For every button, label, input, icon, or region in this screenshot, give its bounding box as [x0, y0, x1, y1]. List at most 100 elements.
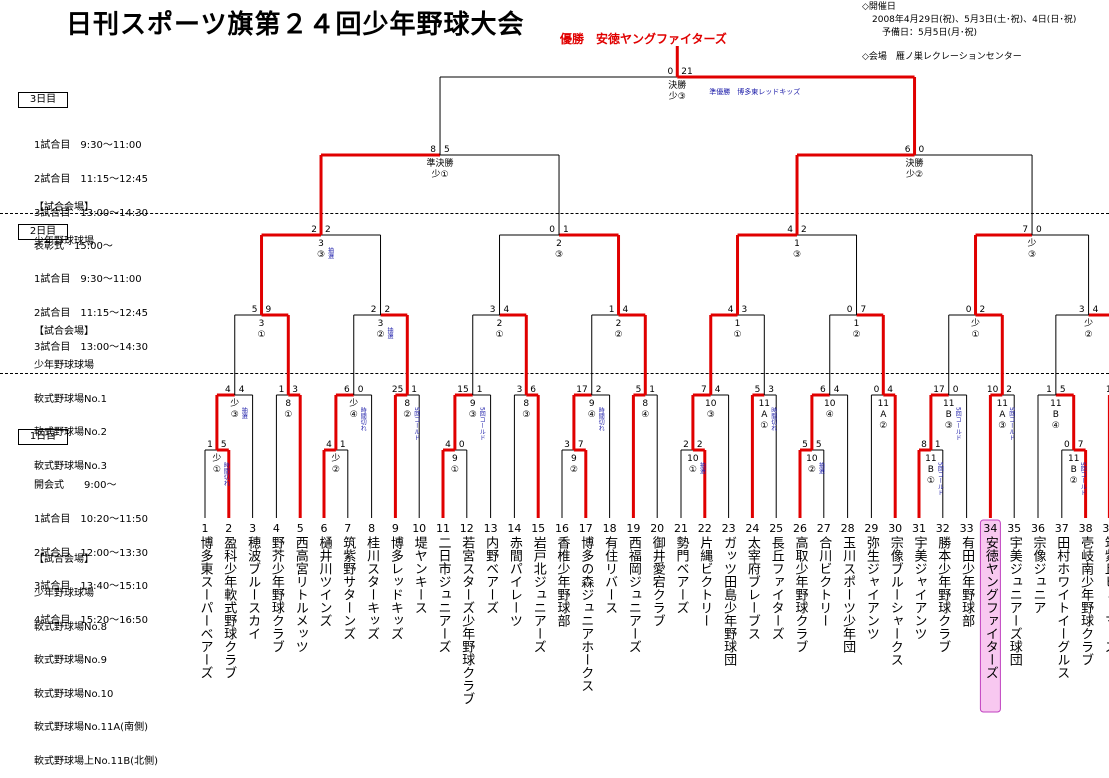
game-label: ②	[376, 330, 384, 340]
game-label: A	[761, 410, 768, 420]
score-left: 6	[344, 385, 350, 395]
score-right: 2	[325, 225, 331, 235]
game-label: ②	[852, 330, 860, 340]
game-label: ③	[469, 410, 477, 420]
score-left: 7	[1022, 225, 1028, 235]
team-name: 岩戸北ジュニアーズ	[531, 536, 547, 653]
score-left: 2	[311, 225, 317, 235]
game-label: 少	[331, 453, 340, 464]
score-left: 10	[987, 385, 999, 395]
game-label: 10	[824, 399, 836, 409]
team-name: 宗像ブルーシャークス	[888, 535, 904, 666]
game-label: ①	[733, 330, 741, 340]
venue-heading: 【試合会場】	[34, 554, 94, 566]
team-name: 御井愛宕クラブ	[650, 536, 666, 627]
game-label: ②	[403, 410, 411, 420]
team-name: 赤間パイレーツ	[507, 536, 523, 627]
time-line: 表彰式 15:00～	[34, 241, 113, 253]
score-left: 5	[755, 385, 761, 395]
game-label: 2	[616, 319, 622, 329]
team-number: 39	[1102, 522, 1109, 535]
team-number: 19	[626, 522, 640, 535]
score-left: 4	[326, 440, 332, 450]
game-label: ③	[1028, 250, 1036, 260]
game-label: ②	[1085, 330, 1093, 340]
game-label: ③	[998, 421, 1006, 431]
game-note: 5回コールド	[478, 407, 485, 441]
game-label: ①	[495, 330, 503, 340]
score-left: 8	[921, 440, 927, 450]
team-name: 筑紫丘ビューマーズ	[1102, 535, 1109, 653]
team-number: 32	[936, 522, 950, 535]
game-label: ②	[1070, 476, 1078, 486]
game-note: 抽選	[240, 406, 247, 420]
game-label: 少②	[906, 169, 923, 180]
score-right: 0	[919, 145, 925, 155]
game-label: 2	[497, 319, 503, 329]
score-right: 5	[221, 440, 227, 450]
game-label: 3	[318, 239, 324, 249]
score-left: 17	[576, 385, 587, 395]
score-right: 21	[681, 67, 692, 77]
game-note: 時間切れ	[222, 461, 229, 486]
game-label: 9	[470, 399, 476, 409]
time-line: 開会式 9:00～	[34, 480, 117, 492]
score-right: 5	[444, 145, 450, 155]
venue-line: 軟式野球場No.3	[34, 460, 107, 472]
game-label: B	[1071, 465, 1077, 475]
venue-line: 軟式野球場No.1	[34, 393, 107, 405]
score-right: 0	[459, 440, 465, 450]
score-right: 2	[801, 225, 807, 235]
game-label: ③	[945, 421, 953, 431]
reserve-date: 予備日：5月5日(月･祝)	[882, 28, 977, 38]
game-label: B	[928, 465, 934, 475]
team-name: 若宮スターズ少年野球クラブ	[459, 535, 475, 705]
game-label: 1	[735, 319, 741, 329]
game-label: 少	[212, 453, 221, 464]
score-left: 1	[609, 305, 615, 315]
team-name: 堤ヤンキース	[412, 536, 428, 614]
score-right: 7	[578, 440, 584, 450]
game-label: ①	[213, 465, 221, 475]
score-right: 4	[887, 385, 893, 395]
game-label: 10	[705, 399, 717, 409]
game-label: ①	[284, 410, 292, 420]
team-number: 2	[225, 522, 232, 535]
game-label: 9	[571, 454, 577, 464]
game-label: ③	[231, 410, 239, 420]
score-left: 3	[517, 385, 523, 395]
game-label: A	[999, 410, 1006, 420]
team-name: 西福岡ジュニアーズ	[626, 536, 642, 653]
game-label: ③	[555, 250, 563, 260]
team-number: 1	[202, 522, 209, 535]
team-number: 12	[460, 522, 474, 535]
game-label: 少	[971, 318, 980, 329]
team-name: 博多の森ジュニアホークス	[578, 536, 594, 692]
team-name: 太宰府ブレーブス	[745, 536, 761, 640]
team-name: 有田少年野球部	[959, 536, 975, 627]
score-right: 1	[477, 385, 483, 395]
time-line: 4試合目 15:20～16:50	[34, 614, 148, 626]
score-right: 1	[340, 440, 346, 450]
score-left: 0	[874, 385, 880, 395]
score-left: 15	[457, 385, 468, 395]
score-right: 5	[1060, 385, 1066, 395]
team-name: 壱岐南少年野球クラブ	[1078, 536, 1094, 666]
team-name: 桂川スターキッズ	[364, 536, 380, 640]
day3-venues: 【試合会場】 少年野球球場	[34, 180, 94, 258]
team-name: 宇美ジャイアンツ	[912, 536, 928, 640]
team-number: 37	[1055, 522, 1069, 535]
score-left: 1	[1046, 385, 1052, 395]
score-right: 4	[239, 385, 245, 395]
venue-line: 軟式野球場No.9	[34, 655, 107, 667]
team-name: 勢門ベアーズ	[674, 536, 690, 614]
team-number: 35	[1007, 522, 1021, 535]
game-label: ①	[760, 421, 768, 431]
team-number: 15	[531, 522, 545, 535]
game-label: 11	[1068, 454, 1079, 464]
score-left: 1	[207, 440, 213, 450]
game-label: ①	[689, 465, 697, 475]
score-left: 6	[820, 385, 826, 395]
game-label: ③	[522, 410, 530, 420]
champion-highlight	[979, 519, 1001, 713]
